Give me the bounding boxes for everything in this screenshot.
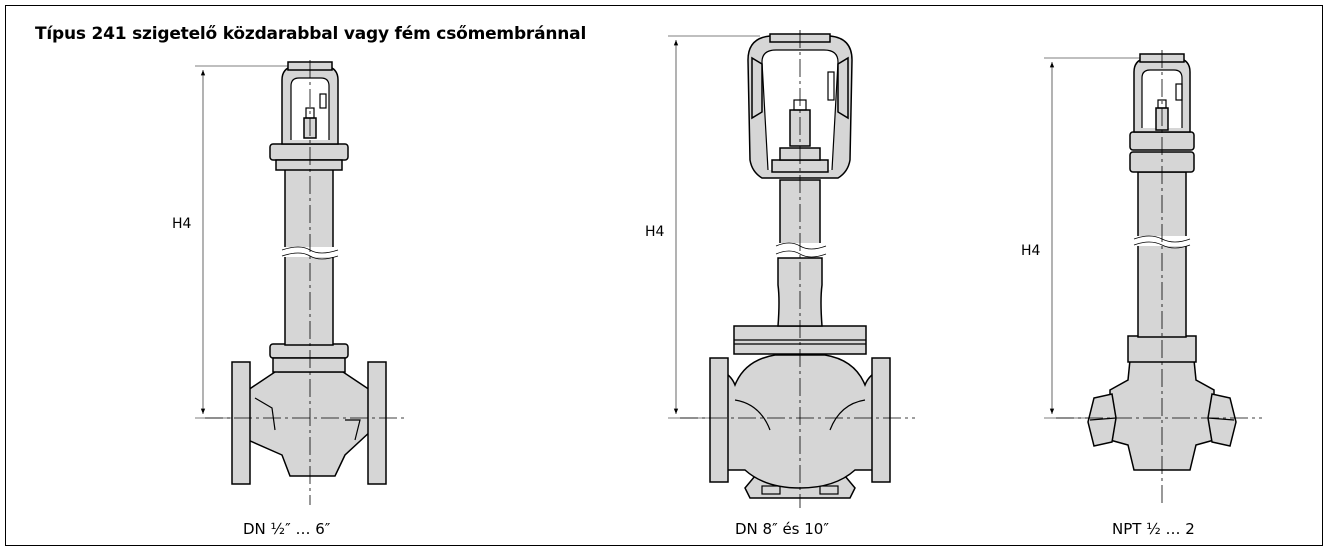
valve-view-dn-half-to-6 [195,60,405,505]
caption-npt-half-to-2: NPT ½ … 2 [1112,520,1195,538]
caption-dn-half-to-6: DN ½″ … 6″ [243,520,331,538]
figure-frame [5,5,1323,546]
figure-title: Típus 241 szigetelő közdarabbal vagy fém… [35,24,587,44]
dimension-h4-label: H4 [172,216,192,232]
valve-view-npt-half-to-2 [1044,50,1262,505]
dimension-h4-label: H4 [645,224,665,240]
caption-dn-8-and-10: DN 8″ és 10″ [735,520,829,538]
dimension-h4-label: H4 [1021,243,1041,259]
valve-view-dn-8-and-10 [668,30,915,508]
